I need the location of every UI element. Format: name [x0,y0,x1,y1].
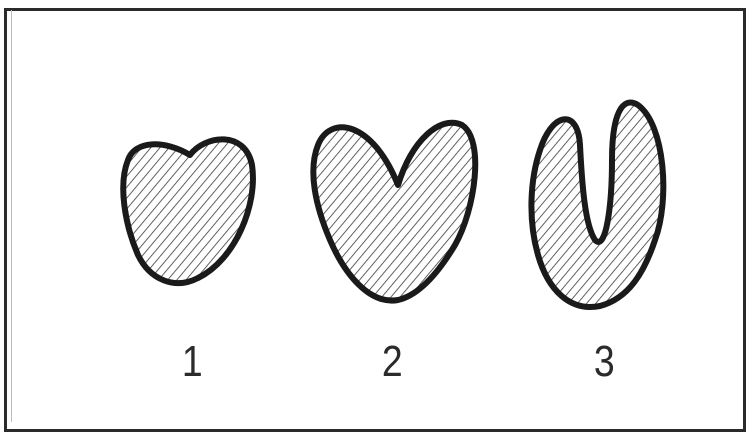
stage-1-label: 1 [182,340,203,384]
stage-3-label: 3 [594,340,615,384]
stage-2-label: 2 [382,340,403,384]
stage-1-shape [123,139,253,283]
stage-2-shape [313,123,475,301]
stage-3-shape [531,102,663,307]
